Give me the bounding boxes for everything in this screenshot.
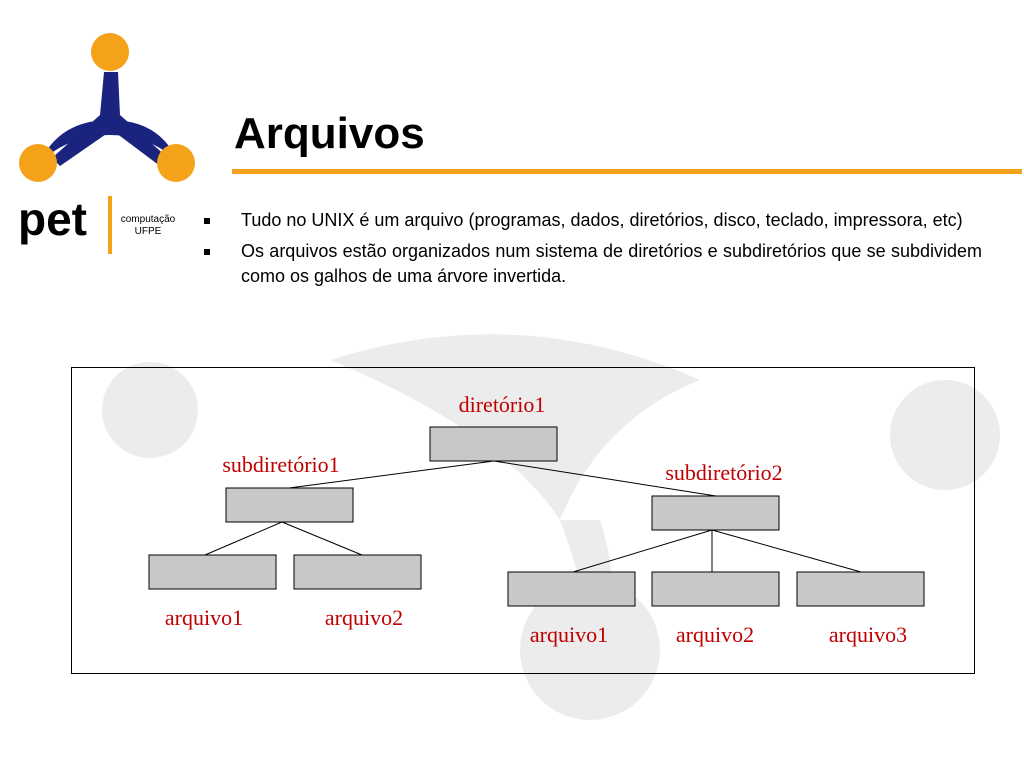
sub1-file1-label: arquivo1 bbox=[165, 605, 243, 630]
sub2-file2-box bbox=[651, 571, 780, 607]
subdirectory1-box bbox=[225, 487, 354, 523]
edge-sub2-file1 bbox=[572, 529, 713, 573]
tree-diagram-frame bbox=[71, 367, 975, 674]
sub2-file3-label: arquivo3 bbox=[829, 622, 907, 647]
bullet-item: Tudo no UNIX é um arquivo (programas, da… bbox=[200, 208, 982, 233]
sub2-file3-box bbox=[796, 571, 925, 607]
subdirectory2-box bbox=[651, 495, 780, 531]
sub2-file1-label: arquivo1 bbox=[530, 622, 608, 647]
bullet-square-icon bbox=[204, 218, 210, 224]
pet-logo-icon bbox=[19, 33, 195, 182]
edge-root-sub1 bbox=[288, 460, 495, 489]
bullet-list: Tudo no UNIX é um arquivo (programas, da… bbox=[200, 208, 982, 295]
pet-wordmark: pet bbox=[18, 193, 87, 245]
root-directory-box bbox=[429, 426, 558, 462]
sub2-file1-box bbox=[507, 571, 636, 607]
logo-subtitle-line1: computação bbox=[120, 214, 176, 225]
sub1-file2-box bbox=[293, 554, 422, 590]
bullet-item: Os arquivos estão organizados num sistem… bbox=[200, 239, 982, 289]
bullet-square-icon bbox=[204, 249, 210, 255]
edge-sub1-file2 bbox=[281, 521, 363, 556]
bullet-text: Tudo no UNIX é um arquivo (programas, da… bbox=[241, 210, 963, 230]
edge-sub2-file3 bbox=[711, 529, 862, 573]
edge-sub1-file1 bbox=[204, 521, 283, 556]
sub2-file2-label: arquivo2 bbox=[676, 622, 754, 647]
title-underline bbox=[232, 169, 1022, 174]
logo-divider bbox=[108, 196, 112, 254]
subdirectory1-label: subdiretório1 bbox=[222, 452, 339, 477]
bullet-text: Os arquivos estão organizados num sistem… bbox=[241, 241, 982, 286]
sub1-file1-box bbox=[148, 554, 277, 590]
subdirectory2-label: subdiretório2 bbox=[665, 460, 782, 485]
logo-subtitle-line2: UFPE bbox=[134, 226, 162, 237]
edge-root-sub2 bbox=[493, 460, 717, 497]
sub1-file2-label: arquivo2 bbox=[325, 605, 403, 630]
root-directory-label: diretório1 bbox=[459, 392, 546, 417]
slide-title: Arquivos bbox=[234, 109, 425, 158]
logo-subtitle: computação UFPE bbox=[118, 214, 178, 238]
